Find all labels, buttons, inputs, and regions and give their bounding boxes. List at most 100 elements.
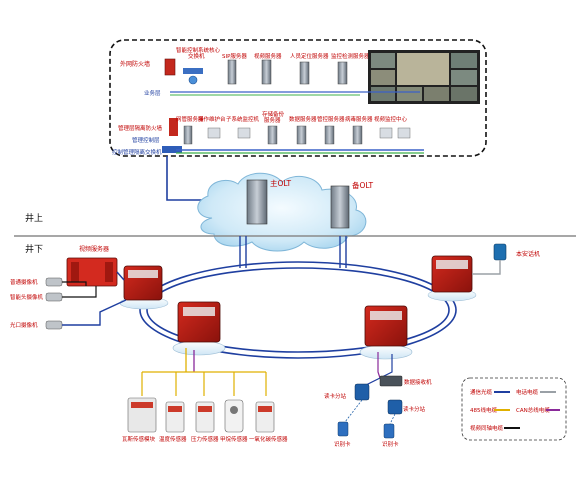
fiber-locator bbox=[359, 354, 393, 389]
firewall-label: 外网防火墙 bbox=[120, 60, 150, 68]
network-server-icon bbox=[183, 125, 193, 145]
onu-node-2 bbox=[172, 301, 226, 356]
mgmt-firewall-icon bbox=[169, 118, 178, 136]
sip-server-icon bbox=[227, 59, 237, 85]
business-layer-label: 业务层 bbox=[144, 89, 161, 97]
locating-system: 数据接收机 读卡分站 读卡分站 识别卡 识别卡 bbox=[324, 352, 432, 448]
ops-station-icon bbox=[207, 127, 221, 139]
onu-node-1 bbox=[119, 265, 169, 310]
card-station-label: 读卡分站 bbox=[403, 405, 426, 413]
locate-server-label: 人员定位服务器 bbox=[290, 52, 329, 60]
mgmt-switch-label: 管理控制层 bbox=[132, 136, 160, 144]
onu-node-4 bbox=[427, 255, 477, 302]
camera-2-label: 智能头摄像机 bbox=[10, 293, 44, 301]
core-switch-label: 智能控制系统核心 交换机 bbox=[176, 46, 222, 60]
storage-line2: 服务器 bbox=[264, 116, 281, 124]
legend-box bbox=[461, 377, 567, 441]
sensor-wiring bbox=[141, 348, 267, 396]
data-server-icon bbox=[296, 125, 307, 145]
below-ground-label: 井下 bbox=[25, 243, 43, 255]
antivirus-server-icon bbox=[352, 125, 363, 145]
mgmt-isolation-label: 控制管理隔离交换机 bbox=[112, 148, 162, 156]
video-center-label: 视频监控中心 bbox=[374, 115, 408, 123]
underground-video-server-label: 视频服务器 bbox=[79, 245, 109, 253]
phone-cable bbox=[472, 260, 501, 275]
legend-item-5-label: 视频同轴电缆 bbox=[470, 424, 504, 432]
sensor-2-label: 温度传感器 bbox=[159, 435, 187, 443]
coax-2 bbox=[62, 286, 97, 298]
row2-devices: 管理层隔离防火墙 管理控制层 控制管理隔离交换机 网管服务器 操作维护台 子系统… bbox=[112, 110, 424, 156]
card-station-icon bbox=[387, 399, 403, 415]
sensor-5-label: 一氧化碳传感器 bbox=[249, 435, 288, 443]
video-wall-icon bbox=[368, 50, 480, 104]
fiber-cam3 bbox=[62, 299, 127, 326]
sensor-4-label: 甲烷传感器 bbox=[220, 435, 248, 443]
storage-server-icon bbox=[267, 125, 278, 145]
above-ground-label: 井上 bbox=[25, 212, 43, 224]
id-card-2-icon bbox=[383, 423, 395, 439]
video-center-icon-1 bbox=[379, 127, 393, 139]
detect-server-icon bbox=[337, 61, 348, 85]
mgmt-switch-icon bbox=[162, 146, 182, 153]
sensor-4-icon bbox=[224, 399, 244, 433]
olt-cloud: 主OLT 备OLT bbox=[197, 172, 374, 252]
backup-olt-label: 备OLT bbox=[352, 180, 374, 190]
main-olt-icon bbox=[246, 179, 268, 225]
telephone-label: 本安话机 bbox=[516, 250, 540, 258]
camera-1-icon bbox=[45, 277, 63, 287]
camera-2-icon bbox=[45, 292, 63, 302]
coax-1 bbox=[62, 281, 87, 286]
card-reader-icon bbox=[354, 383, 370, 401]
telephone-icon bbox=[493, 243, 507, 261]
subsystem-icon bbox=[237, 127, 251, 139]
fiber-ring-outer bbox=[139, 261, 457, 359]
subsystem-label: 子系统监控机 bbox=[226, 115, 260, 123]
camera-3-label: 光口摄像机 bbox=[10, 321, 38, 329]
core-switch-line2: 交换机 bbox=[188, 52, 205, 60]
data-server-label: 数据服务器 bbox=[289, 115, 317, 123]
vs-link bbox=[116, 271, 125, 281]
core-switch-line1: 智能控制系统核心 bbox=[176, 46, 221, 54]
card-reader-label: 读卡分站 bbox=[324, 392, 347, 400]
can-bus bbox=[377, 352, 381, 379]
camera-1-label: 普通摄像机 bbox=[10, 278, 38, 286]
data-collector-label: 数据接收机 bbox=[404, 378, 432, 386]
video-center-icon-2 bbox=[397, 127, 411, 139]
legend-item-3-label: 485线电缆 bbox=[470, 406, 497, 414]
legend-item-1-label: 通信光缆 bbox=[470, 388, 493, 396]
id-card-2-label: 识别卡 bbox=[382, 440, 399, 448]
video-server-label: 视频服务器 bbox=[254, 52, 282, 60]
sensor-devices: 瓦斯传感模块 温度传感器 压力传感器 甲烷传感器 一氧化碳传感器 bbox=[122, 397, 288, 443]
id-card-1-label: 识别卡 bbox=[334, 440, 351, 448]
camera-3-icon bbox=[45, 320, 63, 330]
main-olt-label: 主OLT bbox=[270, 178, 292, 188]
sensor-1-label: 瓦斯传感模块 bbox=[122, 435, 156, 443]
legend-item-2-label: 电话电缆 bbox=[516, 388, 539, 396]
fiber-ring-inner bbox=[146, 267, 450, 353]
router-icon bbox=[188, 75, 198, 85]
sip-server-label: SIP服务器 bbox=[222, 52, 247, 60]
mgmt-firewall-label: 管理层隔离防火墙 bbox=[118, 124, 163, 132]
row1-devices: 外网防火墙 智能控制系统核心 交换机 SIP服务器 视频服务器 人员定位服务器 … bbox=[120, 46, 480, 104]
legend-item-4-label: CAN总线电缆 bbox=[516, 406, 550, 414]
video-server-icon bbox=[261, 59, 272, 85]
data-collector-icon bbox=[379, 375, 403, 387]
core-switch-icon bbox=[183, 68, 203, 74]
storage-server-label: 存储备份 服务器 bbox=[262, 110, 286, 124]
underground-video-server bbox=[66, 257, 118, 287]
sensor-3-label: 压力传感器 bbox=[191, 435, 219, 443]
onu-node-3 bbox=[359, 305, 413, 360]
network-server-label: 网管服务器 bbox=[176, 115, 204, 123]
firewall-icon bbox=[164, 58, 176, 76]
locate-server-icon bbox=[299, 61, 310, 85]
antivirus-server-label: 病毒服务器 bbox=[345, 115, 373, 123]
mgmt-server-icon bbox=[324, 125, 335, 145]
backup-olt-icon bbox=[330, 185, 350, 229]
detect-server-label: 监控检测服务器 bbox=[331, 52, 370, 60]
mgmt-server-label: 管控服务器 bbox=[317, 115, 345, 123]
ops-station-label: 操作维护台 bbox=[198, 115, 226, 123]
legend: 通信光缆 电话电缆 485线电缆 CAN总线电缆 视频同轴电缆 bbox=[461, 377, 567, 441]
storage-line1: 存储备份 bbox=[262, 110, 285, 118]
camera-list: 普通摄像机 智能头摄像机 光口摄像机 bbox=[10, 277, 63, 330]
